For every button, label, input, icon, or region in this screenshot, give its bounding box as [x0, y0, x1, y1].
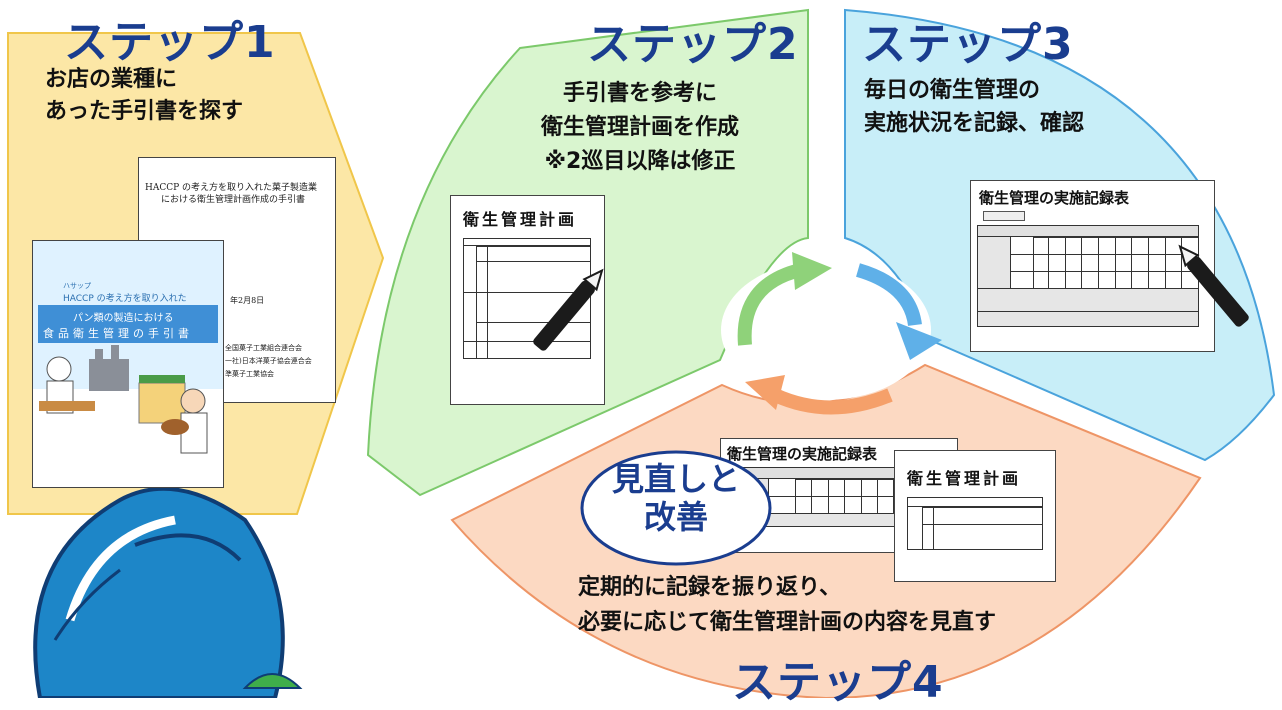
step1-desc-line1: お店の業種に	[45, 67, 178, 92]
step2-desc-line3: ※2巡目以降は修正	[544, 149, 736, 174]
back-doc-org1: 全国菓子工業組合連合会	[225, 344, 302, 352]
step1-title: ステップ1	[64, 17, 276, 68]
step4-plan-table	[907, 497, 1043, 550]
step4-plan-document: 衛生管理計画	[894, 450, 1056, 582]
step2-title: ステップ2	[587, 19, 799, 70]
step3-desc-line2: 実施状況を記録、確認	[864, 111, 1085, 136]
step3-title: ステップ3	[862, 19, 1074, 70]
pen-icon	[1178, 244, 1249, 327]
step3-desc-line1: 毎日の衛生管理の	[864, 78, 1041, 103]
step4-desc-line1: 定期的に記録を振り返り、	[578, 575, 842, 600]
step3-doc-title: 衛生管理の実施記録表	[979, 189, 1130, 207]
step1-desc-line2: あった手引書を探す	[45, 99, 244, 124]
back-doc-date: 年2月8日	[230, 296, 265, 305]
bread-guide-document: ハサップ HACCP の考え方を取り入れた パン類の製造における 食品衛生管理の…	[32, 240, 224, 488]
baker-illustration	[39, 345, 208, 454]
pen-icon	[533, 268, 604, 351]
front-doc-line1: HACCP の考え方を取り入れた	[63, 294, 187, 304]
front-doc-band2: 食品衛生管理の手引書	[43, 327, 193, 340]
hygiene-plan-table	[463, 238, 591, 359]
step4-desc-line2: 必要に応じて衛生管理計画の内容を見直す	[578, 610, 997, 635]
step4-doc-plan-title: 衛生管理計画	[907, 469, 1022, 488]
record-label-box	[983, 211, 1025, 221]
back-doc-org3: 準菓子工業協会	[225, 370, 274, 378]
back-doc-org2: 一社)日本洋菓子協会連合会	[225, 357, 312, 365]
center-hub	[721, 260, 931, 400]
front-doc-band1: パン類の製造における	[73, 313, 174, 324]
review-badge	[580, 450, 772, 566]
review-badge-line2: 改善	[643, 498, 708, 536]
step2-desc-line2: 衛生管理計画を作成	[540, 115, 739, 140]
hygiene-plan-document: 衛生管理計画	[450, 195, 605, 405]
front-doc-ruby: ハサップ	[63, 282, 91, 290]
cycle-arrows-icon	[737, 252, 942, 415]
review-badge-line1: 見直しと	[611, 460, 740, 498]
step4-doc-record-title: 衛生管理の実施記録表	[727, 445, 878, 463]
front-doc-band	[38, 305, 218, 343]
step2-desc-line1: 手引書を参考に	[562, 81, 717, 106]
back-doc-line1: HACCP の考え方を取り入れた菓子製造業	[145, 183, 318, 193]
confectionery-guide-document: HACCP の考え方を取り入れた菓子製造業 における衛生管理計画作成の手引書 年…	[138, 157, 336, 403]
step2-doc-title: 衛生管理計画	[463, 210, 578, 229]
back-doc-line2: における衛生管理計画作成の手引書	[161, 195, 306, 205]
mascot-drop-icon	[33, 486, 303, 698]
